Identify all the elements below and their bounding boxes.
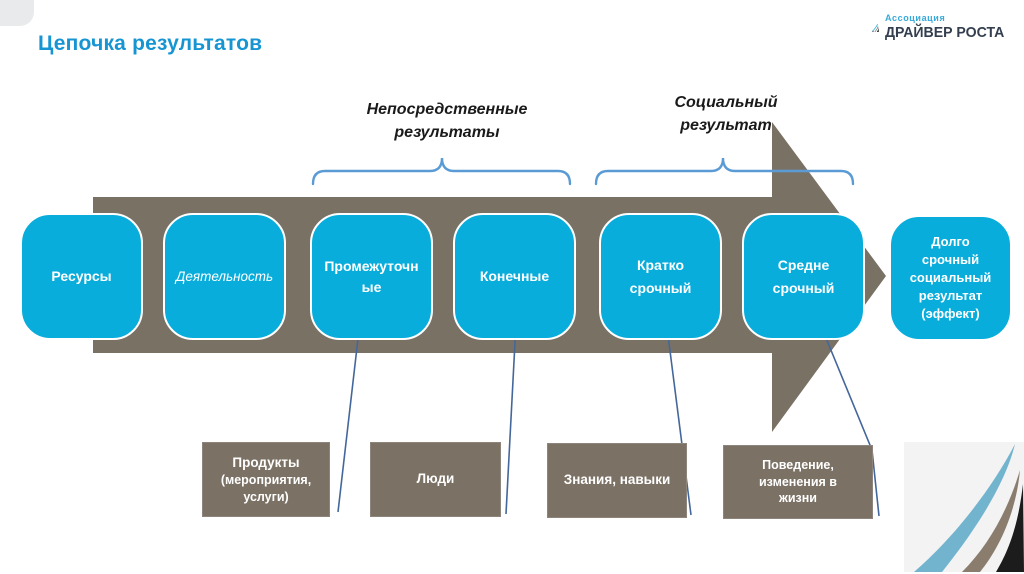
chain-box-mid-term: Средне срочный — [742, 213, 865, 340]
output-title: Поведение, изменения в жизни — [759, 457, 837, 506]
chain-box-final: Конечные — [453, 213, 576, 340]
chain-box-activity: Деятельность — [163, 213, 286, 340]
chain-box-label: Деятельность — [175, 268, 274, 284]
output-title: Продукты — [232, 454, 300, 470]
chain-box-resources: Ресурсы — [20, 213, 143, 340]
chain-box-label: Промежуточн ые — [324, 258, 419, 295]
output-box-behavior-changes: Поведение, изменения в жизни — [723, 445, 873, 519]
chain-box-label: Долго срочный социальный результат (эффе… — [909, 234, 992, 321]
logo-swoosh-icon — [872, 23, 879, 33]
bracket-social-result — [594, 157, 855, 186]
output-subtitle: (мероприятия, услуги) — [220, 472, 312, 504]
output-box-products: Продукты (мероприятия, услуги) — [202, 442, 330, 517]
label-social-result: Социальный результат — [674, 94, 778, 134]
logo-subtitle: Ассоциация — [885, 13, 946, 24]
output-box-people: Люди — [370, 442, 501, 517]
label-direct-results: Непосредственные результаты — [366, 101, 528, 141]
chain-box-long-term-effect: Долго срочный социальный результат (эффе… — [889, 215, 1012, 341]
output-title: Люди — [416, 471, 455, 487]
logo-text: Ассоциация ДРАЙВЕР РОСТА — [885, 13, 1012, 42]
corner-swoosh-decoration — [904, 442, 1024, 572]
corner-decoration — [0, 0, 34, 26]
logo: Ассоциация ДРАЙВЕР РОСТА — [872, 6, 1012, 50]
page-title: Цепочка результатов — [38, 32, 263, 55]
logo-title: ДРАЙВЕР РОСТА — [885, 24, 1005, 42]
output-box-knowledge-skills: Знания, навыки — [547, 443, 687, 518]
bracket-direct-results — [311, 157, 572, 186]
output-title: Знания, навыки — [563, 472, 671, 488]
chain-box-label: Средне срочный — [772, 257, 835, 296]
chain-box-short-term: Кратко срочный — [599, 213, 722, 340]
chain-box-intermediate: Промежуточн ые — [310, 213, 433, 340]
chain-box-label: Ресурсы — [51, 268, 112, 285]
chain-box-label: Кратко срочный — [629, 257, 692, 296]
chain-box-label: Конечные — [479, 268, 550, 285]
